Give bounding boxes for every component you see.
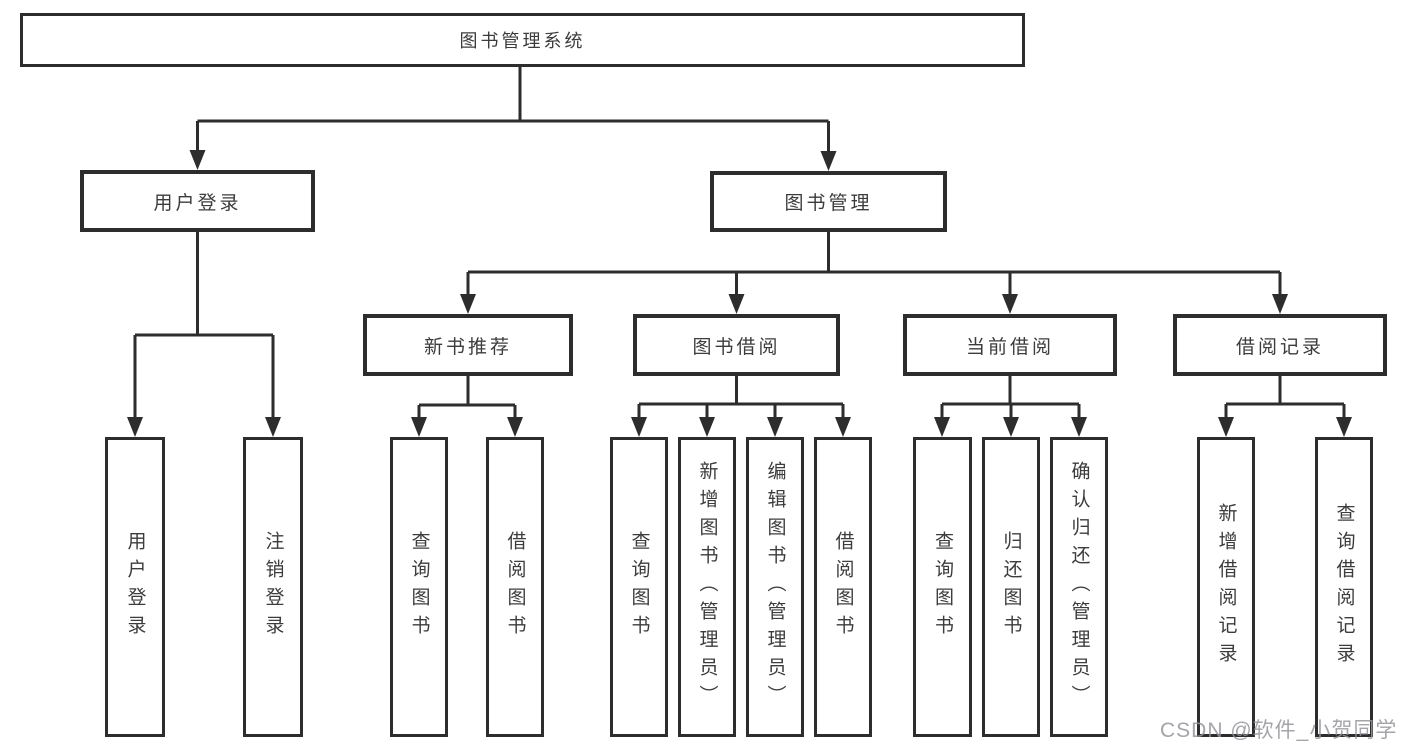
node-current-borrow-label: 当前借阅 — [965, 336, 1054, 358]
leaf-borrow-query-books: 查询图书 — [610, 437, 668, 737]
node-borrow-records: 借阅记录 — [1173, 314, 1387, 376]
leaf-rec-borrow-books-label: 借阅图书 — [504, 531, 526, 643]
leaf-confirm-return-admin: 确认归还（管理员） — [1050, 437, 1108, 737]
leaf-rec-borrow-books: 借阅图书 — [486, 437, 544, 737]
leaf-user-login-label: 用户登录 — [124, 531, 146, 643]
node-root-label: 图书管理系统 — [459, 31, 586, 51]
leaf-query-borrow-record: 查询借阅记录 — [1315, 437, 1373, 737]
node-borrow-records-label: 借阅记录 — [1235, 336, 1324, 358]
node-book-borrow-label: 图书借阅 — [692, 336, 781, 358]
leaf-return-books: 归还图书 — [982, 437, 1040, 737]
leaf-borrow-query-books-label: 查询图书 — [628, 531, 650, 643]
node-user-login-label: 用户登录 — [153, 192, 242, 214]
leaf-user-login: 用户登录 — [105, 437, 165, 737]
node-root: 图书管理系统 — [20, 13, 1025, 67]
connector-lines — [133, 67, 1346, 425]
leaf-add-borrow-record: 新增借阅记录 — [1197, 437, 1255, 737]
node-book-borrow: 图书借阅 — [633, 314, 840, 376]
node-new-book-rec-label: 新书推荐 — [423, 336, 512, 358]
leaf-query-borrow-record-label: 查询借阅记录 — [1333, 503, 1355, 671]
leaf-confirm-return-admin-label: 确认归还（管理员） — [1068, 461, 1090, 713]
leaf-return-books-label: 归还图书 — [1000, 531, 1022, 643]
node-current-borrow: 当前借阅 — [903, 314, 1117, 376]
leaf-edit-books-admin-label: 编辑图书（管理员） — [764, 461, 786, 713]
leaf-rec-query-books-label: 查询图书 — [408, 531, 430, 643]
leaf-borrow-books: 借阅图书 — [814, 437, 872, 737]
node-user-login: 用户登录 — [80, 170, 315, 232]
leaf-logout: 注销登录 — [243, 437, 303, 737]
csdn-watermark: CSDN @软件_小贺同学 — [1160, 719, 1398, 742]
leaf-add-borrow-record-label: 新增借阅记录 — [1215, 503, 1237, 671]
leaf-add-books-admin-label: 新增图书（管理员） — [696, 461, 718, 713]
node-new-book-rec: 新书推荐 — [363, 314, 573, 376]
node-book-mgmt-label: 图书管理 — [784, 193, 873, 214]
leaf-current-query-books: 查询图书 — [913, 437, 972, 737]
leaf-rec-query-books: 查询图书 — [390, 437, 448, 737]
leaf-logout-label: 注销登录 — [262, 531, 284, 643]
node-book-mgmt: 图书管理 — [710, 171, 947, 232]
leaf-edit-books-admin: 编辑图书（管理员） — [746, 437, 804, 737]
leaf-add-books-admin: 新增图书（管理员） — [678, 437, 736, 737]
leaf-borrow-books-label: 借阅图书 — [832, 531, 854, 643]
leaf-current-query-books-label: 查询图书 — [932, 531, 953, 643]
